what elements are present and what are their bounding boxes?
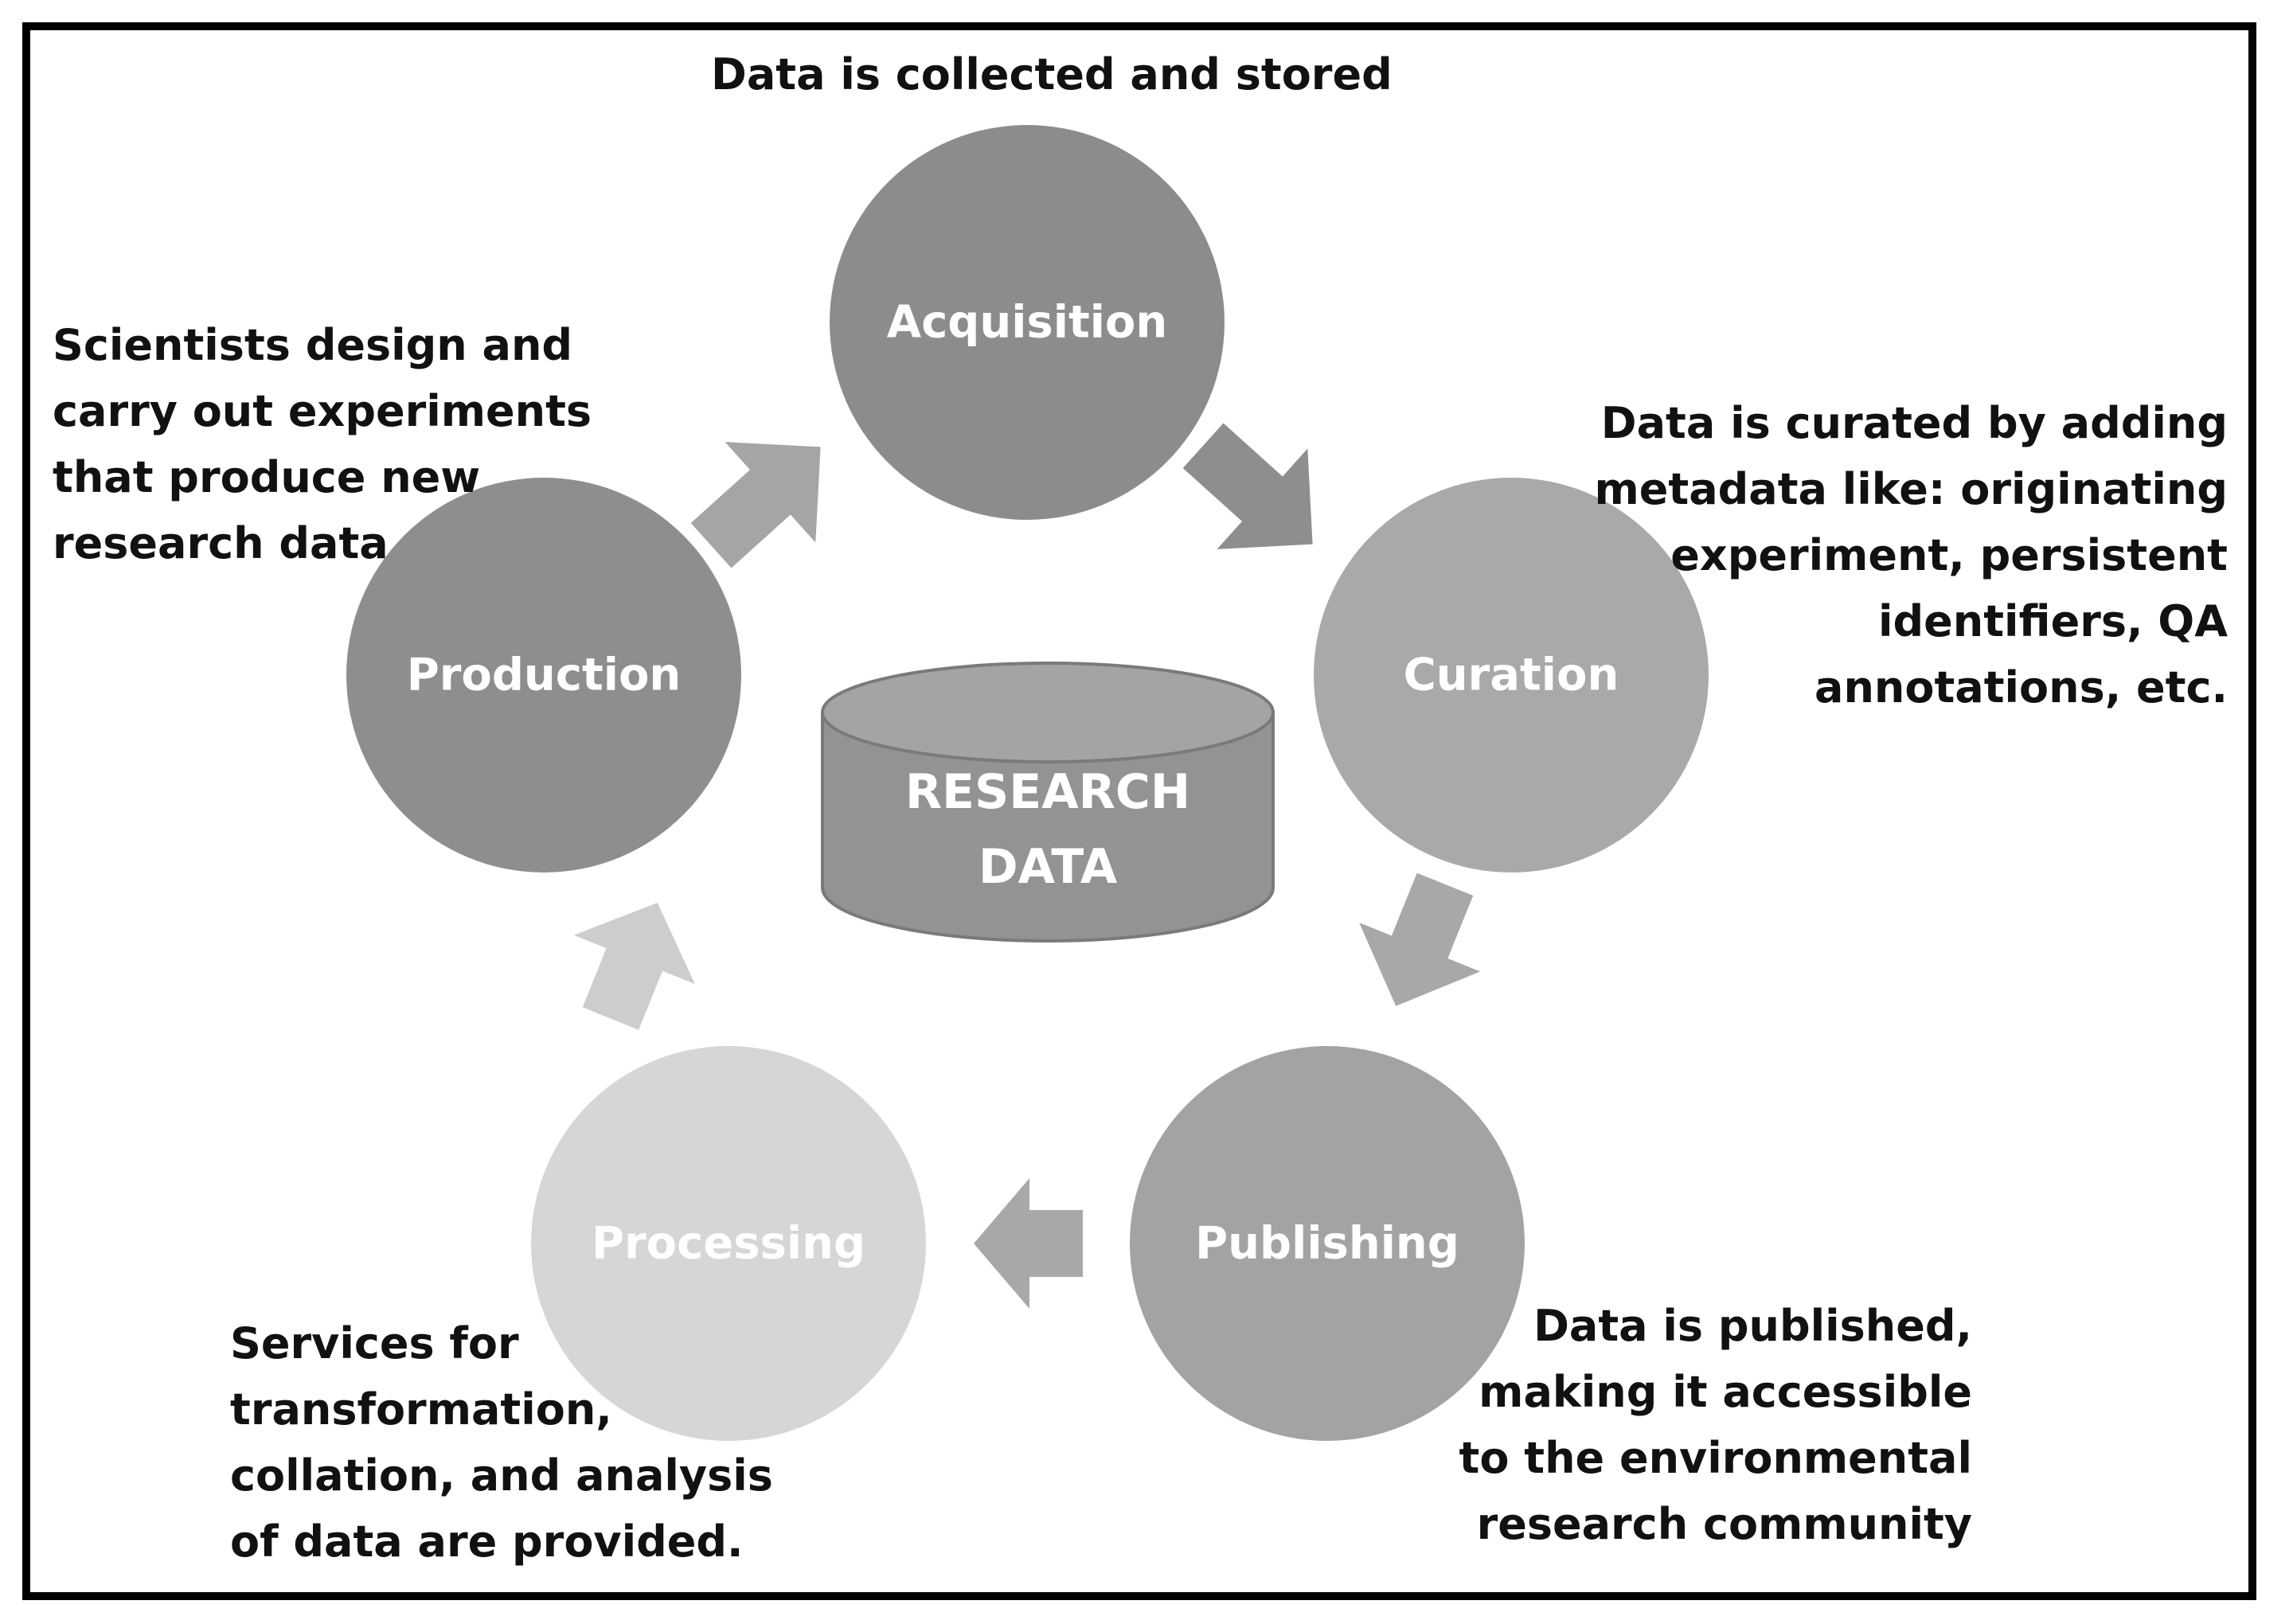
arrow-curation-to-publishing <box>1359 873 1481 1006</box>
arrow-publishing-to-processing <box>974 1178 1083 1309</box>
processing-note: Services for transformation, collation, … <box>230 1318 773 1567</box>
acquisition-node <box>830 125 1225 520</box>
curation-label: Curation <box>1403 649 1619 701</box>
research-data-label-line2: DATA <box>978 839 1118 895</box>
production-label: Production <box>406 649 682 701</box>
publishing-label: Publishing <box>1195 1217 1459 1270</box>
production-node <box>346 478 741 873</box>
research-data-database <box>821 662 1275 943</box>
arrow-production-to-acquisition <box>690 442 821 568</box>
processing-node <box>531 1046 926 1441</box>
production-note: Scientists design and carry out experime… <box>53 320 592 568</box>
curation-node <box>1314 478 1709 873</box>
curation-note: Data is curated by adding metadata like:… <box>1594 398 2229 712</box>
research-data-label-line1: RESEARCH <box>904 764 1191 820</box>
publishing-node <box>1130 1046 1525 1441</box>
processing-label: Processing <box>591 1217 866 1270</box>
publishing-note: Data is published, making it accessible … <box>1459 1301 1972 1549</box>
acquisition-label: Acquisition <box>886 296 1168 349</box>
acquisition-note: Data is collected and stored <box>711 49 1393 100</box>
arrow-processing-to-production <box>573 902 695 1030</box>
arrow-acquisition-to-curation <box>1182 423 1313 549</box>
research-data-label: RESEARCH DATA <box>905 755 1190 904</box>
